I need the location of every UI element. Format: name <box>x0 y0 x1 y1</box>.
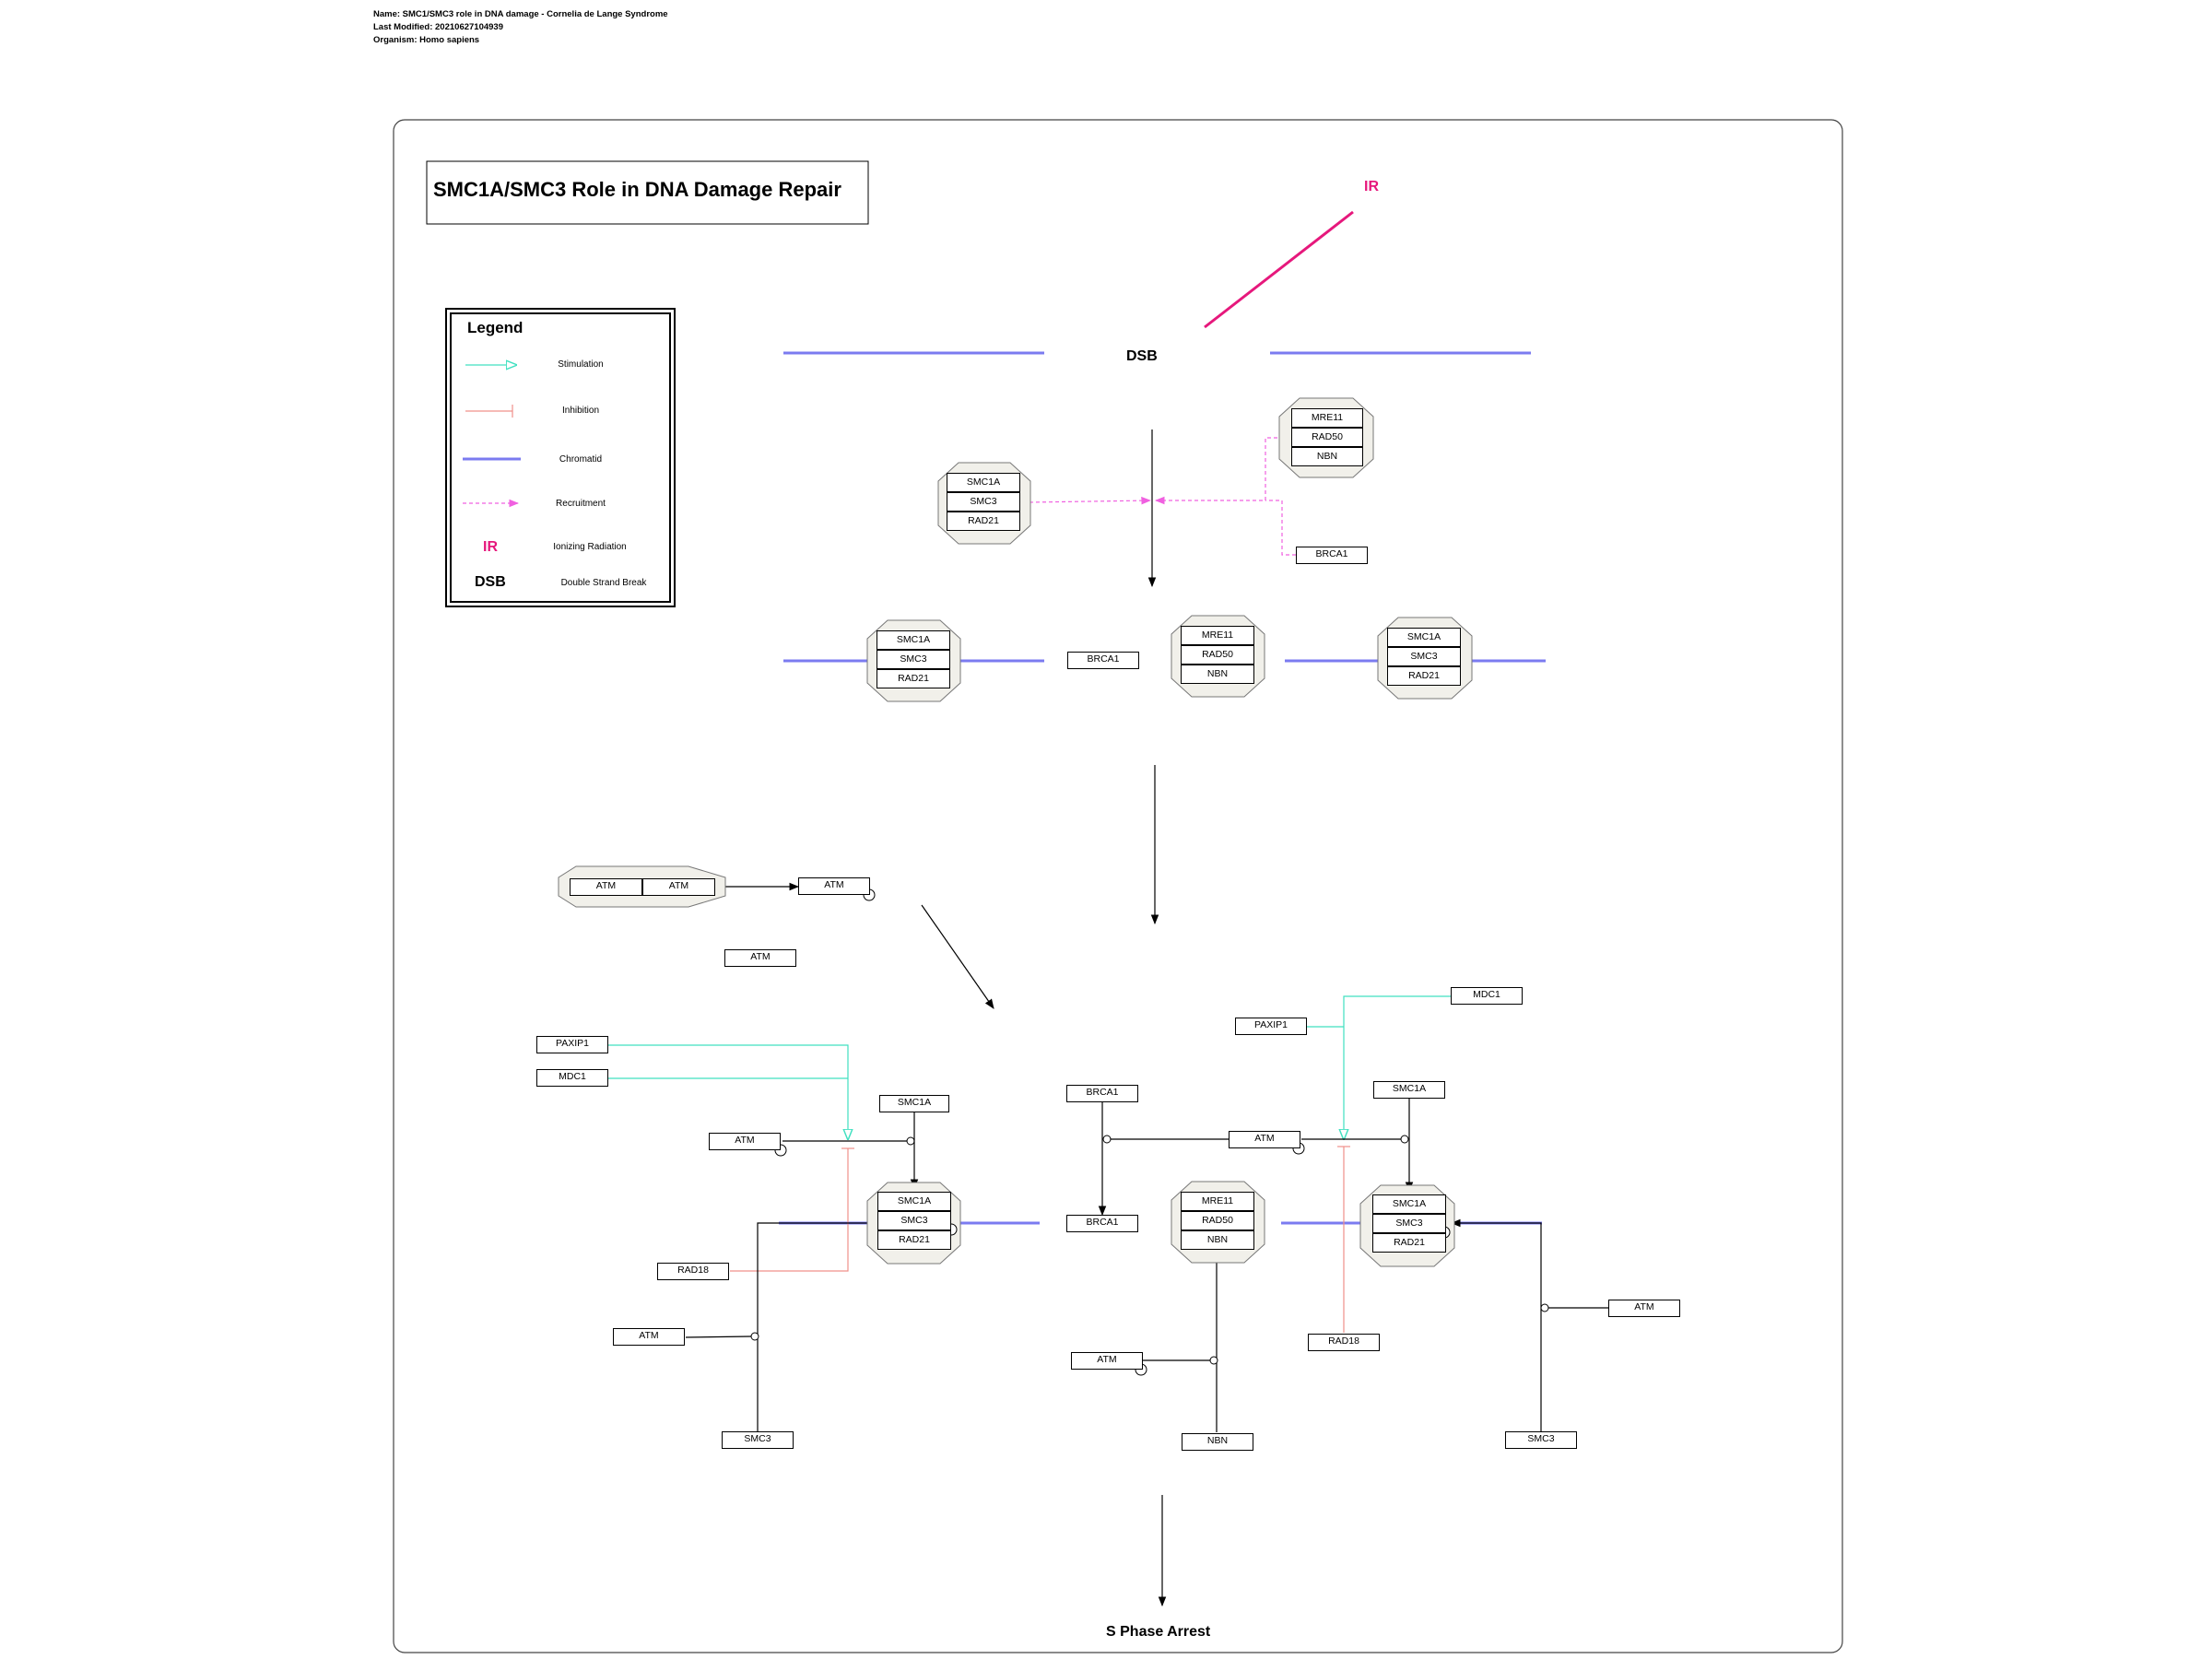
reaction-smc3-right <box>1450 1218 1542 1432</box>
stim-mdc1-right <box>1344 995 1451 1139</box>
gene-smc1a[interactable]: SMC1A <box>1387 628 1461 647</box>
gene-rad21[interactable]: RAD21 <box>877 669 950 688</box>
gene-rad21[interactable]: RAD21 <box>877 1230 951 1250</box>
organism: Organism: Homo sapiens <box>373 35 480 45</box>
anchor-center-1 <box>1102 1135 1112 1144</box>
gene-rad21[interactable]: RAD21 <box>947 512 1020 531</box>
gene-rad50[interactable]: RAD50 <box>1291 428 1363 447</box>
recruit-mrn <box>1154 437 1284 505</box>
legend-chromatid-label: Chromatid <box>559 454 603 465</box>
gene-smc3[interactable]: SMC3 <box>1372 1214 1446 1233</box>
gene-nbn[interactable]: NBN <box>1182 1433 1253 1451</box>
reaction-smc3-left <box>757 1218 878 1432</box>
gene-smc1a[interactable]: SMC1A <box>879 1095 949 1112</box>
legend-dsb-label: Double Strand Break <box>560 578 647 588</box>
legend-ir-glyph: IR <box>483 539 498 555</box>
anchor-center-2 <box>1209 1356 1218 1365</box>
gene-rad50[interactable]: RAD50 <box>1181 645 1254 665</box>
page-title: SMC1A/SMC3 Role in DNA Damage Repair <box>433 178 841 201</box>
gene-smc1a[interactable]: SMC1A <box>1373 1081 1445 1099</box>
gene-smc1a[interactable]: SMC1A <box>877 1192 951 1211</box>
legend-recruitment-label: Recruitment <box>556 499 606 509</box>
gene-atm[interactable]: ATM <box>724 949 796 967</box>
anchor-left-1 <box>906 1136 915 1146</box>
legend-box-outer <box>445 308 676 607</box>
gene-smc1a[interactable]: SMC1A <box>1372 1194 1446 1214</box>
legend-box-inner <box>450 312 671 603</box>
gene-brca1[interactable]: BRCA1 <box>1066 1085 1138 1102</box>
legend-title: Legend <box>467 319 524 336</box>
gene-mre11[interactable]: MRE11 <box>1181 1192 1254 1211</box>
gene-atm[interactable]: ATM <box>642 878 715 896</box>
gene-smc3[interactable]: SMC3 <box>947 492 1020 512</box>
gene-atm[interactable]: ATM <box>1608 1300 1680 1317</box>
gene-brca1[interactable]: BRCA1 <box>1296 547 1368 564</box>
anchor-right-2 <box>1540 1303 1549 1312</box>
ir-beam <box>1204 210 1354 329</box>
gene-atm[interactable]: ATM <box>1071 1352 1143 1370</box>
gene-atm[interactable]: ATM <box>570 878 642 896</box>
arrow-atm-to-phospho <box>921 904 994 1009</box>
title-box <box>426 160 869 225</box>
gene-rad21[interactable]: RAD21 <box>1372 1233 1446 1253</box>
gene-mre11[interactable]: MRE11 <box>1181 626 1254 645</box>
gene-paxip1[interactable]: PAXIP1 <box>1235 1018 1307 1035</box>
last-modified: Last Modified: 20210627104939 <box>373 22 503 32</box>
gene-rad21[interactable]: RAD21 <box>1387 666 1461 686</box>
gene-atm[interactable]: ATM <box>1229 1131 1300 1148</box>
stim-paxip1 <box>608 1044 848 1139</box>
gene-smc1a[interactable]: SMC1A <box>877 630 950 650</box>
legend-stimulation-label: Stimulation <box>558 359 604 370</box>
s-phase-arrest-label: S Phase Arrest <box>1106 1624 1211 1640</box>
reaction-atm-smc3-left <box>685 1335 752 1338</box>
gene-mdc1[interactable]: MDC1 <box>536 1069 608 1087</box>
recruit-cohesin <box>1029 496 1152 505</box>
gene-smc3[interactable]: SMC3 <box>1387 647 1461 666</box>
legend-dsb-glyph: DSB <box>475 574 506 590</box>
gene-smc3[interactable]: SMC3 <box>877 650 950 669</box>
ir-label: IR <box>1364 179 1379 194</box>
gene-rad50[interactable]: RAD50 <box>1181 1211 1254 1230</box>
anchor-right-1 <box>1400 1135 1409 1144</box>
legend-ir-label: Ionizing Radiation <box>553 542 627 552</box>
anchor-left-2 <box>750 1332 759 1341</box>
gene-smc3[interactable]: SMC3 <box>877 1211 951 1230</box>
gene-brca1[interactable]: BRCA1 <box>1066 1215 1138 1232</box>
gene-nbn[interactable]: NBN <box>1181 665 1254 684</box>
gene-atm[interactable]: ATM <box>613 1328 685 1346</box>
gene-atm[interactable]: ATM <box>798 877 870 895</box>
canvas-frame <box>393 119 1843 1653</box>
pathway-name: Name: SMC1/SMC3 role in DNA damage - Cor… <box>373 9 668 19</box>
recruit-brca1 <box>1265 500 1296 556</box>
gene-rad18[interactable]: RAD18 <box>1308 1334 1380 1351</box>
gene-rad18[interactable]: RAD18 <box>657 1263 729 1280</box>
legend-inhibition-label: Inhibition <box>561 406 600 416</box>
gene-atm[interactable]: ATM <box>709 1133 781 1150</box>
inhib-rad18-left <box>730 1148 849 1272</box>
gene-paxip1[interactable]: PAXIP1 <box>536 1036 608 1053</box>
gene-nbn[interactable]: NBN <box>1181 1230 1254 1250</box>
gene-mre11[interactable]: MRE11 <box>1291 408 1363 428</box>
gene-smc3[interactable]: SMC3 <box>1505 1431 1577 1449</box>
dsb-label: DSB <box>1126 348 1158 364</box>
gene-smc1a[interactable]: SMC1A <box>947 473 1020 492</box>
gene-nbn[interactable]: NBN <box>1291 447 1363 466</box>
gene-smc3[interactable]: SMC3 <box>722 1431 794 1449</box>
gene-mdc1[interactable]: MDC1 <box>1451 987 1523 1005</box>
gene-brca1[interactable]: BRCA1 <box>1067 652 1139 669</box>
